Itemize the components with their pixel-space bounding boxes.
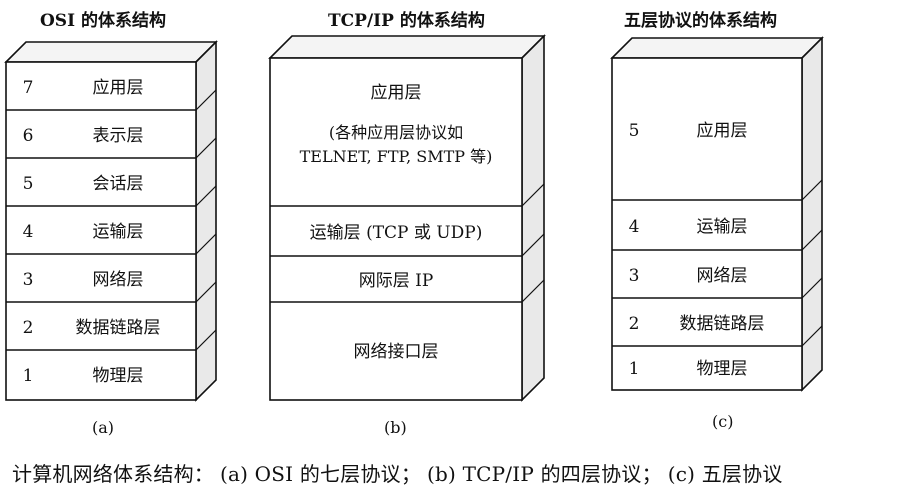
five-layer-stack-dividers: [612, 179, 823, 347]
five-layer-2-name: 数据链路层: [680, 314, 765, 334]
osi-layer-1-number: 1: [23, 366, 34, 386]
tcpip-caption: (b): [384, 418, 407, 437]
five-layer-4-number: 4: [629, 217, 640, 237]
osi-layer-2-number: 2: [23, 318, 34, 338]
five-layer-4-name: 运输层: [697, 217, 748, 237]
five-layer-1-number: 1: [629, 359, 640, 379]
five-layer-3-name: 网络层: [697, 266, 748, 286]
osi-stack-front: [5, 61, 197, 401]
osi-layer-7-name: 应用层: [93, 78, 144, 98]
five-layer-3-number: 3: [629, 266, 640, 286]
five-layer-caption: (c): [712, 412, 734, 431]
osi-layer-4-name: 运输层: [93, 222, 144, 242]
osi-stack-dividers: [6, 89, 217, 351]
five-layer-5-name: 应用层: [697, 121, 748, 141]
osi-caption: (a): [92, 418, 115, 437]
figure-caption-prefix: 计算机网络体系结构：: [12, 462, 214, 486]
tcpip-application-layer-name: 应用层: [371, 83, 422, 103]
five-layer-title: 五层协议的体系结构: [624, 11, 777, 31]
five-layer-stack-side: [801, 36, 823, 392]
osi-layer-2-name: 数据链路层: [76, 318, 161, 338]
osi-stack: 7 应用层 6 表示层 5 会话层 4 运输层 3 网络层 2 数据链路层 1 …: [4, 40, 218, 402]
tcpip-transport-layer-name: 运输层 (TCP 或 UDP): [310, 223, 483, 243]
tcpip-stack: 应用层 (各种应用层协议如 TELNET, FTP, SMTP 等) 运输层 (…: [268, 34, 546, 402]
osi-layer-3-name: 网络层: [93, 270, 144, 290]
osi-layer-7-number: 7: [23, 78, 34, 98]
figure-caption-c: (c) 五层协议: [667, 462, 783, 486]
osi-layer-4-number: 4: [23, 222, 34, 242]
tcpip-stack-side: [521, 34, 545, 402]
five-layer-2-number: 2: [629, 314, 640, 334]
osi-layer-5-number: 5: [23, 174, 34, 194]
five-layer-5-number: 5: [629, 121, 640, 141]
figure-caption-b: (b) TCP/IP 的四层协议；: [427, 462, 662, 486]
tcpip-network-interface-layer-name: 网络接口层: [354, 342, 439, 362]
tcpip-internet-layer-name: 网际层 IP: [359, 271, 434, 291]
osi-layer-6-name: 表示层: [93, 126, 144, 146]
tcpip-application-detail-line1: (各种应用层协议如: [329, 123, 463, 142]
osi-layer-1-name: 物理层: [93, 366, 144, 386]
osi-layer-6-number: 6: [23, 126, 34, 146]
tcpip-application-detail-line2: TELNET, FTP, SMTP 等): [300, 147, 493, 166]
five-layer-stack-front: [611, 57, 803, 391]
osi-layer-3-number: 3: [23, 270, 34, 290]
tcpip-stack-front: [269, 57, 523, 401]
figure-caption-a: (a) OSI 的七层协议；: [220, 462, 422, 486]
tcpip-stack-top: [268, 35, 546, 59]
five-layer-1-name: 物理层: [697, 359, 748, 379]
osi-layer-5-name: 会话层: [93, 174, 144, 194]
osi-title: OSI 的体系结构: [40, 11, 166, 31]
five-layer-stack-top: [610, 37, 824, 59]
tcpip-title: TCP/IP 的体系结构: [328, 11, 485, 31]
tcpip-stack-dividers: [270, 183, 545, 303]
five-layer-stack: 5 应用层 4 运输层 3 网络层 2 数据链路层 1 物理层: [610, 36, 824, 392]
osi-stack-top: [4, 41, 218, 63]
figure-caption: 计算机网络体系结构：(a) OSI 的七层协议；(b) TCP/IP 的四层协议…: [12, 458, 789, 487]
